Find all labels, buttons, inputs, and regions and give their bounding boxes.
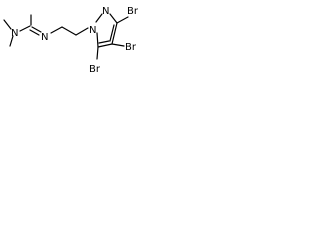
bond-ch2-nring [75, 27, 89, 36]
structure-svg: N N N N Br Br Br [3, 6, 139, 75]
atom-n-ring-2: N [102, 6, 109, 17]
bond-n-c [19, 25, 31, 32]
bond-c-nimine-1 [31, 26, 42, 33]
bond-ring-c4-c5 [97, 43, 113, 48]
molecule-diagram: N N N N Br Br Br [0, 0, 163, 82]
bond-ring-c4-c5-double [98, 40, 110, 44]
bond-ring-n1-c5 [96, 32, 99, 48]
atom-n-ring: N [89, 25, 96, 36]
bond-c3-br [116, 16, 129, 24]
bond-ch2-ch2 [61, 26, 77, 36]
bond-ring-c3-c4-double [109, 24, 115, 42]
bond-c5-br [96, 46, 99, 60]
bond-ring-n1-n2 [95, 13, 103, 23]
atom-n-imine: N [41, 32, 48, 43]
atom-br-right: Br [125, 42, 137, 53]
bond-nimine-ch2 [50, 26, 63, 34]
atom-br-bottom: Br [89, 64, 101, 75]
bond-ring-c3-c4 [111, 22, 118, 45]
bond-me2-n [9, 35, 14, 47]
bond-c-nimine-2 [29, 29, 40, 36]
bond-ring-n2-c3 [109, 13, 118, 24]
bond-me1-n [3, 19, 12, 30]
bond-c4-br [111, 43, 125, 47]
atom-br-top: Br [127, 6, 139, 17]
atom-n-amine: N [11, 28, 18, 39]
